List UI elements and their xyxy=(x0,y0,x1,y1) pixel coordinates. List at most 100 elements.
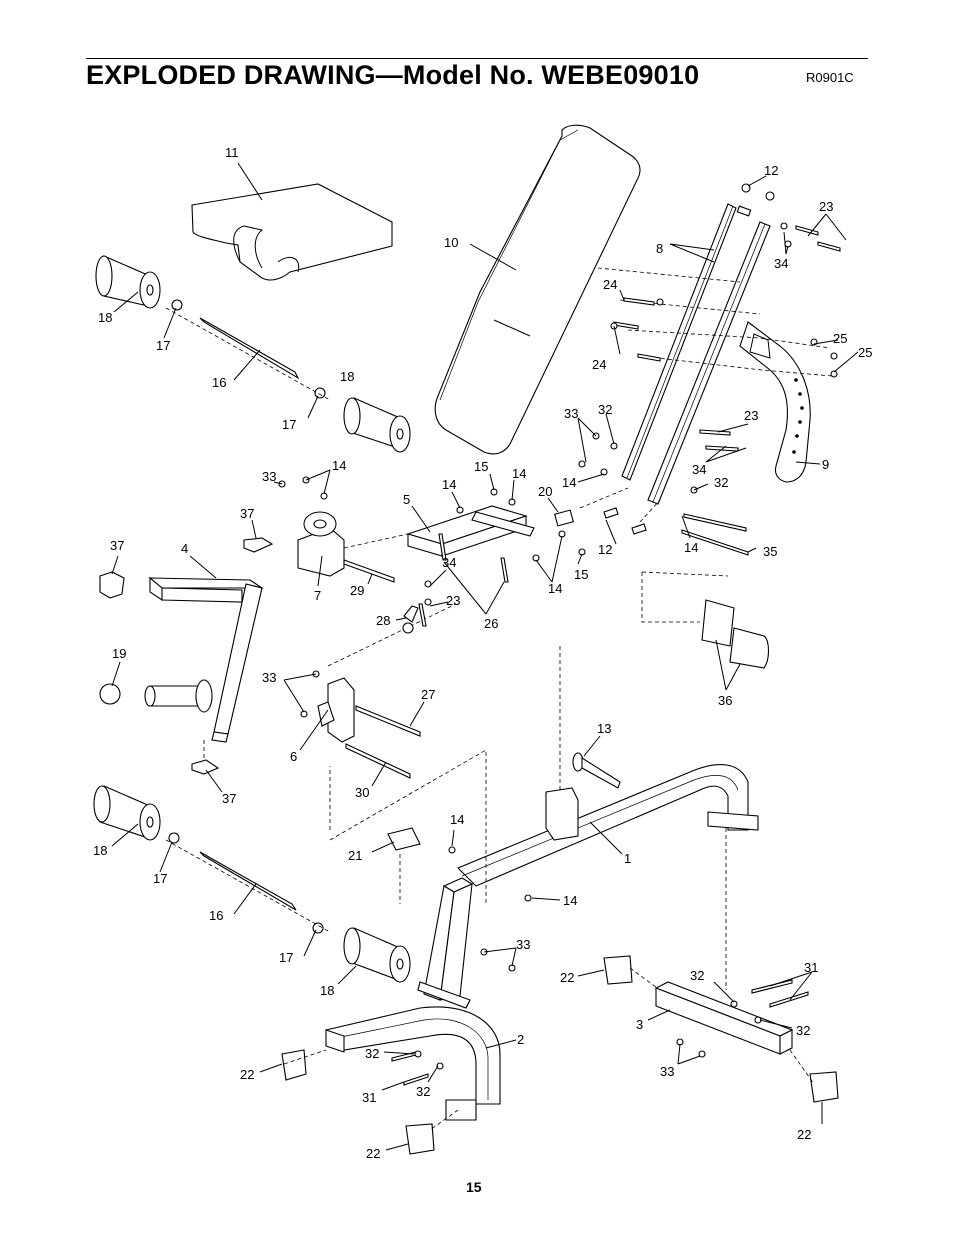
callout-17: 17 xyxy=(282,417,296,432)
frame-1 xyxy=(457,764,759,887)
callout-26: 26 xyxy=(484,616,498,631)
callout-14: 14 xyxy=(548,581,562,596)
bolt-27 xyxy=(355,705,421,737)
callout-20: 20 xyxy=(538,484,552,499)
callout-14: 14 xyxy=(332,458,346,473)
callout-9: 9 xyxy=(822,457,829,472)
end-cap-22-b xyxy=(603,955,633,985)
callout-1: 1 xyxy=(624,851,631,866)
end-cap-37-a xyxy=(99,571,125,599)
callout-4: 4 xyxy=(181,541,188,556)
end-cap-37-b xyxy=(243,537,274,553)
page-number: 15 xyxy=(466,1179,482,1195)
callout-16: 16 xyxy=(209,908,223,923)
end-cap-22-a xyxy=(281,1049,307,1081)
callout-23: 23 xyxy=(446,593,460,608)
callout-32: 32 xyxy=(365,1046,379,1061)
callout-12: 12 xyxy=(764,163,778,178)
callout-37: 37 xyxy=(222,791,236,806)
callout-23: 23 xyxy=(744,408,758,423)
callout-labels: 11 10 12 23 8 34 24 24 25 25 18 17 16 18… xyxy=(93,145,872,1161)
page-title: EXPLODED DRAWING—Model No. WEBE09010 xyxy=(86,60,700,90)
callout-15: 15 xyxy=(574,567,588,582)
callout-16: 16 xyxy=(212,375,226,390)
roller-18-bottom-left xyxy=(93,785,161,841)
callout-18: 18 xyxy=(93,843,107,858)
callout-10: 10 xyxy=(444,235,458,250)
shaft-29 xyxy=(343,559,395,583)
callout-32: 32 xyxy=(796,1023,810,1038)
callout-34: 34 xyxy=(442,555,456,570)
base-2 xyxy=(324,1006,501,1121)
header-rule xyxy=(86,58,868,59)
callout-23: 23 xyxy=(819,199,833,214)
bolt-30 xyxy=(345,743,411,779)
adjust-bracket-9 xyxy=(739,321,811,483)
roller-19 xyxy=(99,679,213,713)
callout-35: 35 xyxy=(763,544,777,559)
callout-32: 32 xyxy=(598,402,612,417)
callout-24: 24 xyxy=(603,277,617,292)
callout-34: 34 xyxy=(774,256,788,271)
callout-30: 30 xyxy=(355,785,369,800)
callout-27: 27 xyxy=(421,687,435,702)
arm-4 xyxy=(148,576,264,743)
callout-14: 14 xyxy=(450,812,464,827)
callout-11: 11 xyxy=(225,145,239,160)
callout-21: 21 xyxy=(348,848,362,863)
callout-33: 33 xyxy=(262,670,276,685)
callout-31: 31 xyxy=(362,1090,376,1105)
roller-18-top-right xyxy=(343,397,411,453)
callout-33: 33 xyxy=(564,406,578,421)
callout-33: 33 xyxy=(262,469,276,484)
callout-22: 22 xyxy=(797,1127,811,1142)
callout-22: 22 xyxy=(366,1146,380,1161)
callout-14: 14 xyxy=(442,477,456,492)
callout-18: 18 xyxy=(320,983,334,998)
seat-frame-5 xyxy=(406,505,535,557)
callout-22: 22 xyxy=(240,1067,254,1082)
callout-12: 12 xyxy=(598,542,612,557)
roller-18-top-left xyxy=(95,255,161,309)
callout-14: 14 xyxy=(563,893,577,908)
callout-5: 5 xyxy=(403,492,410,507)
callout-6: 6 xyxy=(290,749,297,764)
callout-25: 25 xyxy=(858,345,872,360)
callout-37: 37 xyxy=(110,538,124,553)
backrest-pad-10 xyxy=(434,124,641,455)
pads-36 xyxy=(701,599,770,669)
roller-18-bottom-right xyxy=(343,927,411,983)
handle-13 xyxy=(572,752,621,789)
leader-lines xyxy=(111,162,859,1151)
callout-13: 13 xyxy=(597,721,611,736)
callout-18: 18 xyxy=(340,369,354,384)
nut-17-c xyxy=(168,832,180,844)
callout-19: 19 xyxy=(112,646,126,661)
callout-3: 3 xyxy=(636,1017,643,1032)
callout-8: 8 xyxy=(656,241,663,256)
callout-24: 24 xyxy=(592,357,606,372)
rod-16-bottom xyxy=(199,851,297,911)
callout-17: 17 xyxy=(153,871,167,886)
bushing-20 xyxy=(554,509,574,527)
callout-32: 32 xyxy=(690,968,704,983)
end-cap-22-c xyxy=(809,1071,839,1103)
post-frame xyxy=(417,877,474,1009)
callout-32: 32 xyxy=(714,475,728,490)
callout-33: 33 xyxy=(516,937,530,952)
base-3 xyxy=(654,981,794,1055)
callout-25: 25 xyxy=(833,331,847,346)
callout-22: 22 xyxy=(560,970,574,985)
rod-16-top xyxy=(199,317,300,380)
bracket-6 xyxy=(317,677,355,743)
drawing-code: R0901C xyxy=(806,70,854,85)
nut-17-d xyxy=(312,922,324,934)
end-cap-37-c xyxy=(191,759,220,775)
callout-2: 2 xyxy=(517,1032,524,1047)
callout-37: 37 xyxy=(240,506,254,521)
end-cap-22-d xyxy=(405,1123,435,1155)
callout-17: 17 xyxy=(156,338,170,353)
callout-18: 18 xyxy=(98,310,112,325)
callout-31: 31 xyxy=(804,960,818,975)
